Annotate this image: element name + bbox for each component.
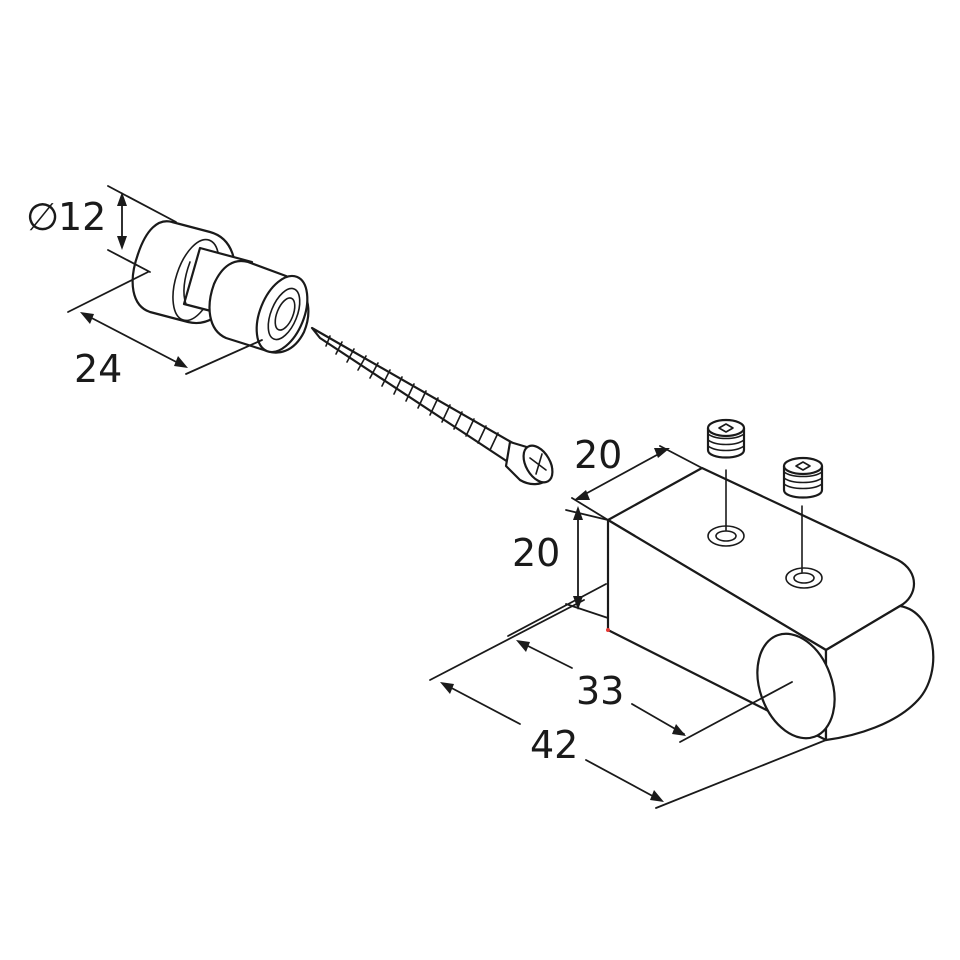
block-width-label: 20 xyxy=(574,433,622,477)
grub-screw-1 xyxy=(706,418,746,459)
inner-length-label: 33 xyxy=(576,669,624,713)
screw-threads xyxy=(325,335,499,451)
dimension-overall-length xyxy=(429,599,827,809)
block-height-label: 20 xyxy=(512,531,560,575)
grub-screw-2 xyxy=(782,456,824,499)
dimension-block-width xyxy=(571,445,703,521)
corner-marker xyxy=(606,628,610,632)
diameter-symbol: ∅ xyxy=(26,195,59,239)
overall-length-label: 42 xyxy=(530,723,578,767)
bracket-block xyxy=(606,466,935,742)
dimension-inner-length xyxy=(507,583,793,743)
diameter-label: 12 xyxy=(58,195,106,239)
wood-screw xyxy=(310,326,554,486)
dimension-diameter xyxy=(107,185,177,273)
rod-length-label: 24 xyxy=(74,347,122,391)
end-cap xyxy=(131,220,310,354)
dimension-rod-length xyxy=(67,271,263,375)
